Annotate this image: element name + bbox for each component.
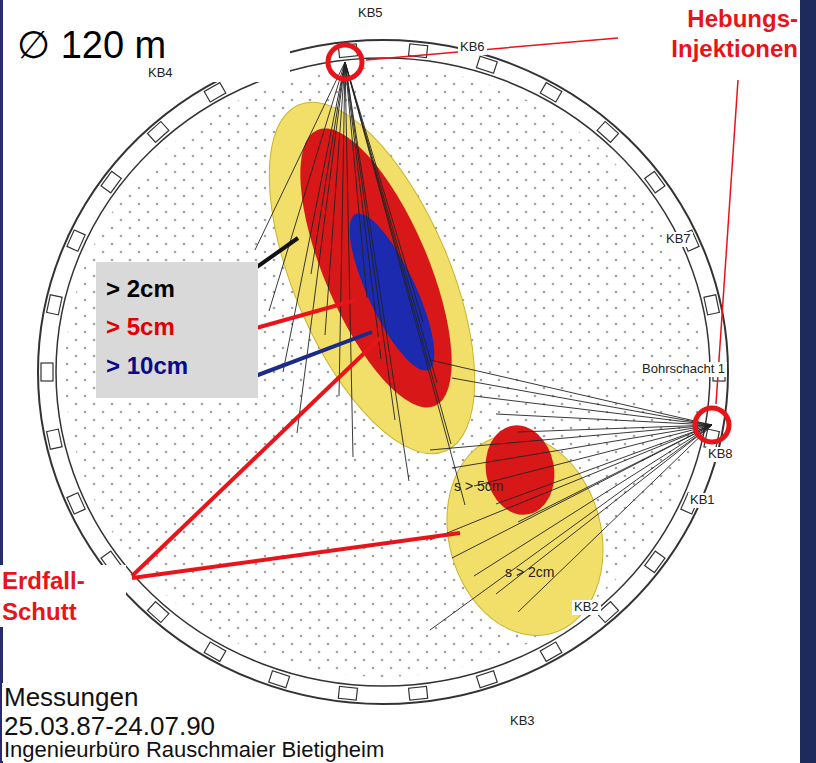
ring-pillar <box>67 493 85 514</box>
ring-pillar <box>645 171 665 193</box>
injection-line <box>452 425 712 558</box>
injection-line <box>430 425 712 630</box>
edge-strip <box>0 0 3 763</box>
injection-lines <box>255 62 712 630</box>
node-text: > 2cm <box>106 270 258 308</box>
leader-line <box>366 38 618 60</box>
injection-line <box>474 396 712 425</box>
ring-pillar <box>67 230 85 251</box>
contour-label: s > 5cm <box>452 478 505 494</box>
injection-line <box>474 425 712 576</box>
injection-line <box>311 62 345 274</box>
caption-text: Ingenieurbüro Rauschmaier Bietigheim <box>2 739 386 761</box>
injection-point <box>328 45 362 79</box>
borehole-label: KB1 <box>688 493 717 508</box>
ring-pillar <box>338 686 357 700</box>
injection-point <box>695 408 729 442</box>
ring-pillar <box>41 363 53 381</box>
ring-pillars <box>41 44 725 700</box>
injection-line <box>496 414 712 425</box>
ring-pillar <box>47 295 62 315</box>
leader-line <box>132 533 460 578</box>
injection-line <box>283 62 345 372</box>
ring-pillar <box>269 671 290 688</box>
borehole-label: Bohrschacht 1 <box>640 362 727 377</box>
tank-ring <box>56 58 710 686</box>
edge-strip <box>800 0 816 763</box>
ring-pillar <box>476 56 497 73</box>
ring-pillar <box>540 642 562 661</box>
injection-line <box>452 425 712 468</box>
ring-pillar <box>409 686 428 700</box>
injection-line <box>345 62 409 481</box>
callout-label: Erdfall- Schutt <box>0 565 126 627</box>
ring-pillar <box>476 671 497 688</box>
ring-pillar <box>704 295 719 315</box>
ring-pillar <box>101 171 121 193</box>
caption-text: Messungen 25.03.87-24.07.90 <box>2 683 246 740</box>
fill-pattern <box>65 67 701 677</box>
injection-line <box>496 425 712 504</box>
injection-line <box>345 62 465 505</box>
injection-line <box>496 425 712 594</box>
leader-line <box>716 80 738 404</box>
settlement-zone <box>227 74 518 481</box>
borehole-label: KB8 <box>706 447 735 462</box>
injection-line <box>518 425 712 612</box>
leader-line <box>250 332 372 378</box>
borehole-label: KB3 <box>508 714 537 729</box>
borehole-label: KB7 <box>664 232 693 247</box>
node-text: > 5cm <box>106 308 258 346</box>
ring-pillar <box>645 551 665 573</box>
borehole-label: KB5 <box>356 6 385 21</box>
borehole-label: KB4 <box>146 66 175 81</box>
tank-ring <box>38 40 728 704</box>
callout-label: Hebungs- Injektionen <box>630 4 800 64</box>
injection-line <box>345 62 381 359</box>
ring-pillar <box>204 642 226 661</box>
ring-pillar <box>597 121 618 142</box>
contour-label: s > 2cm <box>503 564 556 580</box>
injection-line <box>518 425 712 432</box>
borehole-label: KB6 <box>458 40 487 55</box>
injection-line <box>255 62 345 250</box>
ring-pillar <box>47 429 62 449</box>
injection-line <box>269 62 345 311</box>
injection-line <box>345 62 423 322</box>
ring-pillar <box>204 83 226 102</box>
node-text: > 10cm <box>106 347 258 385</box>
injection-line <box>325 62 345 335</box>
borehole-label: KB2 <box>572 600 601 615</box>
injection-line <box>452 378 712 425</box>
ring-pillar <box>147 121 168 142</box>
injection-line <box>430 425 712 540</box>
ring-pillar <box>147 602 168 623</box>
injection-line <box>474 425 712 486</box>
ring-pillar <box>540 83 562 102</box>
legend-box: > 2cm> 5cm> 10cm <box>96 262 258 398</box>
